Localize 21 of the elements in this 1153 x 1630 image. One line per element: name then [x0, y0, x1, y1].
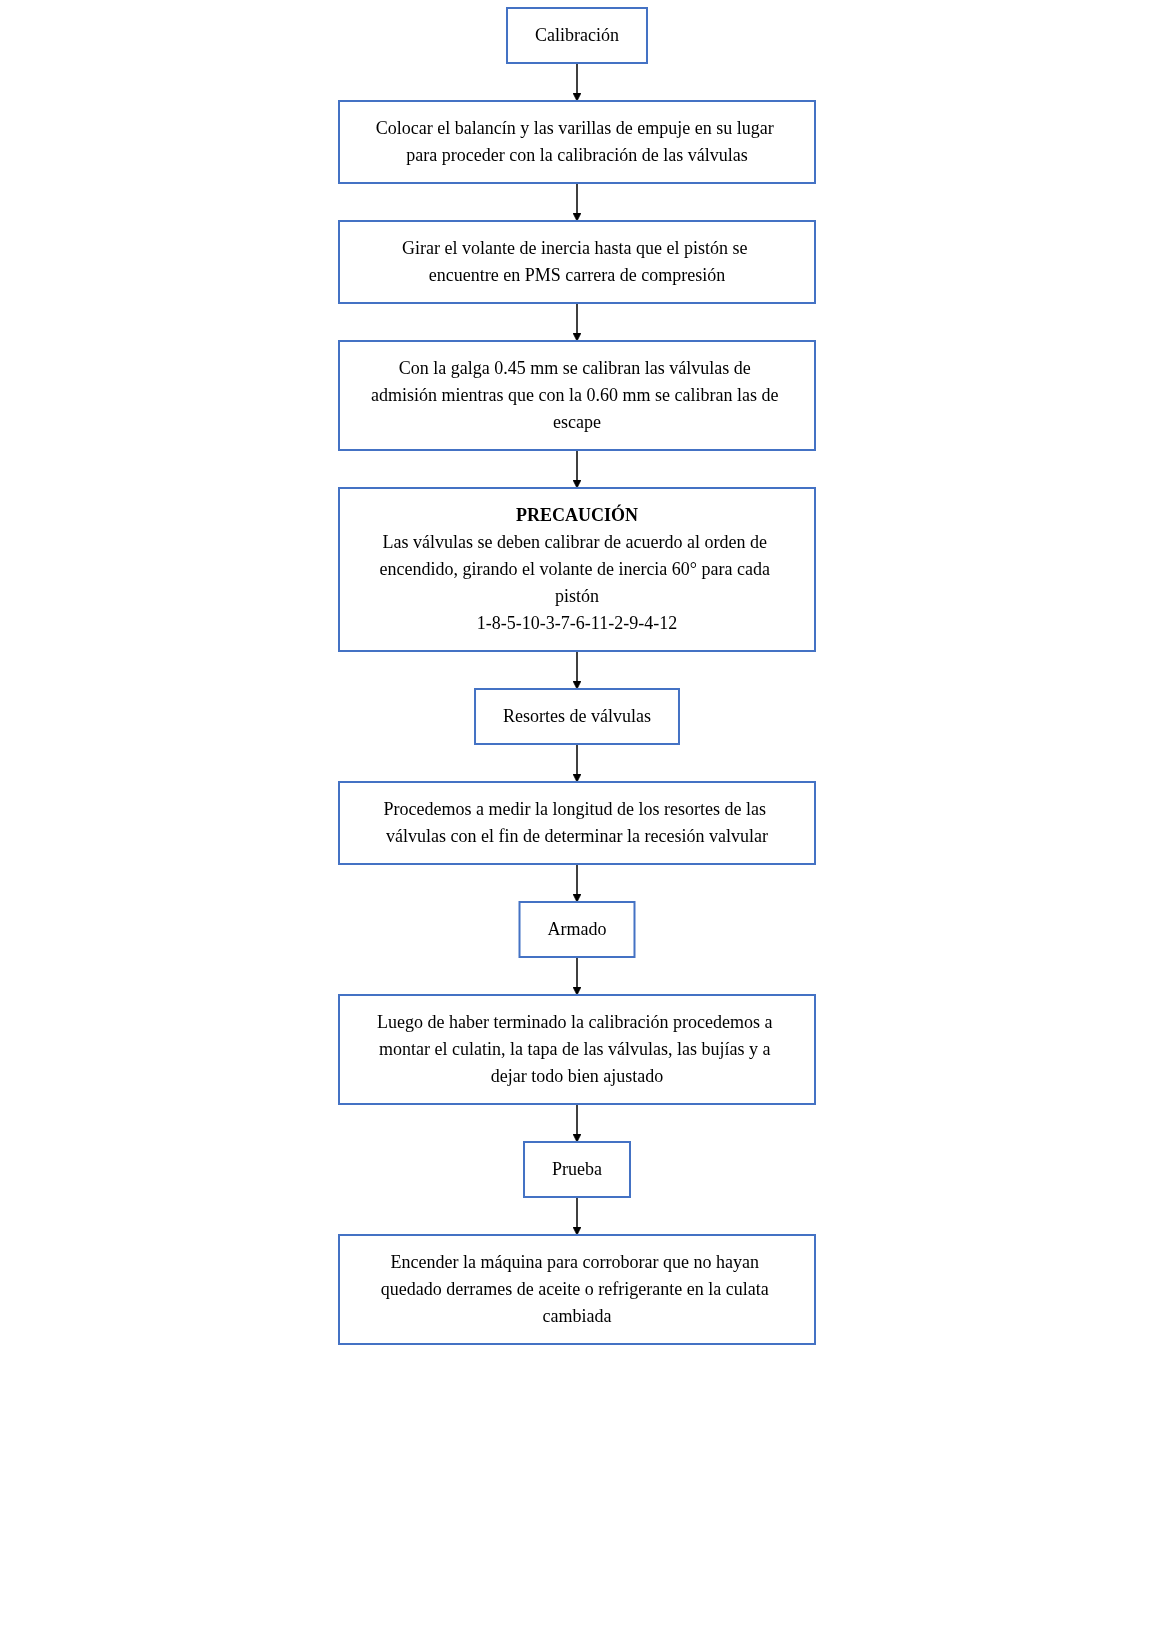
arrow — [572, 1103, 581, 1143]
arrow — [572, 863, 581, 903]
arrow — [572, 62, 581, 102]
arrow — [572, 302, 581, 342]
node-box: Con la galga 0.45 mm se calibran las válvulas de admisión mientras que con la 0.60 mm se calibran las de escape — [337, 340, 816, 451]
node-box: Calibración — [505, 7, 648, 64]
node-box: Resortes de válvulas — [473, 688, 680, 745]
node-box: PRECAUCIÓN Las válvulas se deben calibrar de acuerdo al orden de encendido, girando el volante de inercia 60° para cada pistón 1-8-5-10-3-7-6-11-2-9-4-12 — [337, 487, 816, 652]
arrow — [572, 1196, 581, 1236]
arrow — [572, 182, 581, 222]
node-box: Encender la máquina para corroborar que no hayan quedado derrames de aceite o refrigerante en la culata cambiada — [337, 1234, 816, 1345]
node-box: Girar el volante de inercia hasta que el pistón se encuentre en PMS carrera de compresión — [337, 220, 816, 304]
arrow — [572, 956, 581, 996]
node-box: Armado — [518, 901, 635, 958]
node-box: Prueba — [522, 1141, 631, 1198]
node-box: Luego de haber terminado la calibración procedemos a montar el culatin, la tapa de las válvulas, las bujías y a dejar todo bien ajustado — [337, 994, 816, 1105]
node-box: Colocar el balancín y las varillas de empuje en su lugar para proceder con la calibración de las válvulas — [337, 100, 816, 184]
node-box: Procedemos a medir la longitud de los resortes de las válvulas con el fin de determinar la recesión valvular — [337, 781, 816, 865]
arrow — [572, 650, 581, 690]
arrow — [572, 743, 581, 783]
arrow — [572, 449, 581, 489]
